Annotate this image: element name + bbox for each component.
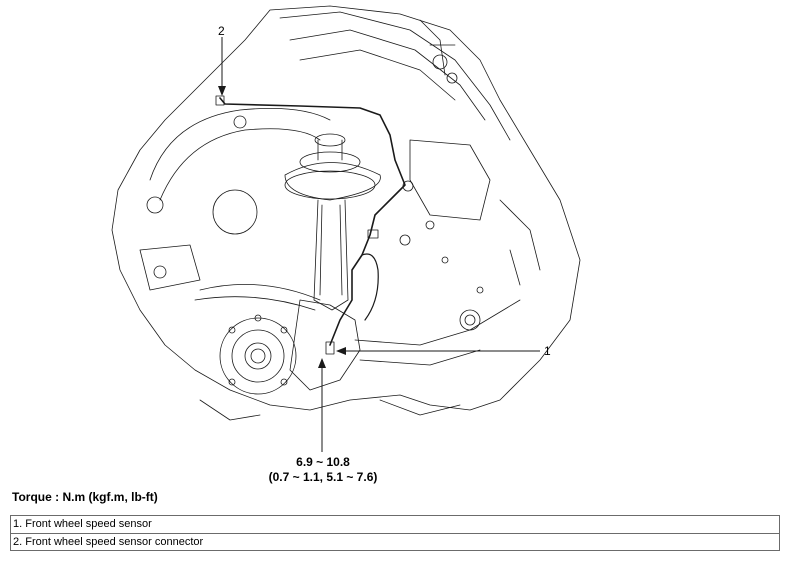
leader-2-arrow (218, 86, 226, 96)
wheel-arch (149, 107, 331, 181)
legend-table: 1. Front wheel speed sensor 2. Front whe… (10, 515, 780, 551)
leader-1-arrow (336, 347, 346, 355)
suspension-assembly-drawing (111, 5, 581, 452)
torque-value-alt: (0.7 ~ 1.1, 5.1 ~ 7.6) (268, 470, 378, 484)
legend-row: 1. Front wheel speed sensor (13, 518, 152, 530)
body-outline (111, 5, 581, 411)
callout-1: 1 (544, 344, 551, 358)
sensor-harness (219, 97, 406, 346)
legend-row: 2. Front wheel speed sensor connector (11, 533, 779, 550)
steering-knuckle (289, 299, 361, 391)
callout-2: 2 (218, 24, 225, 38)
frame-rail (279, 11, 511, 141)
torque-spec: 6.9 ~ 10.8 (0.7 ~ 1.1, 5.1 ~ 7.6) (248, 455, 398, 485)
wheel-hub (219, 317, 297, 395)
strut-body (313, 199, 349, 311)
strut-spring-seat (284, 162, 381, 201)
torque-title: Torque : N.m (kgf.m, lb-ft) (12, 490, 158, 504)
lower-arm (354, 299, 521, 366)
torque-arrow (318, 358, 326, 368)
torque-value-nm: 6.9 ~ 10.8 (296, 455, 350, 469)
